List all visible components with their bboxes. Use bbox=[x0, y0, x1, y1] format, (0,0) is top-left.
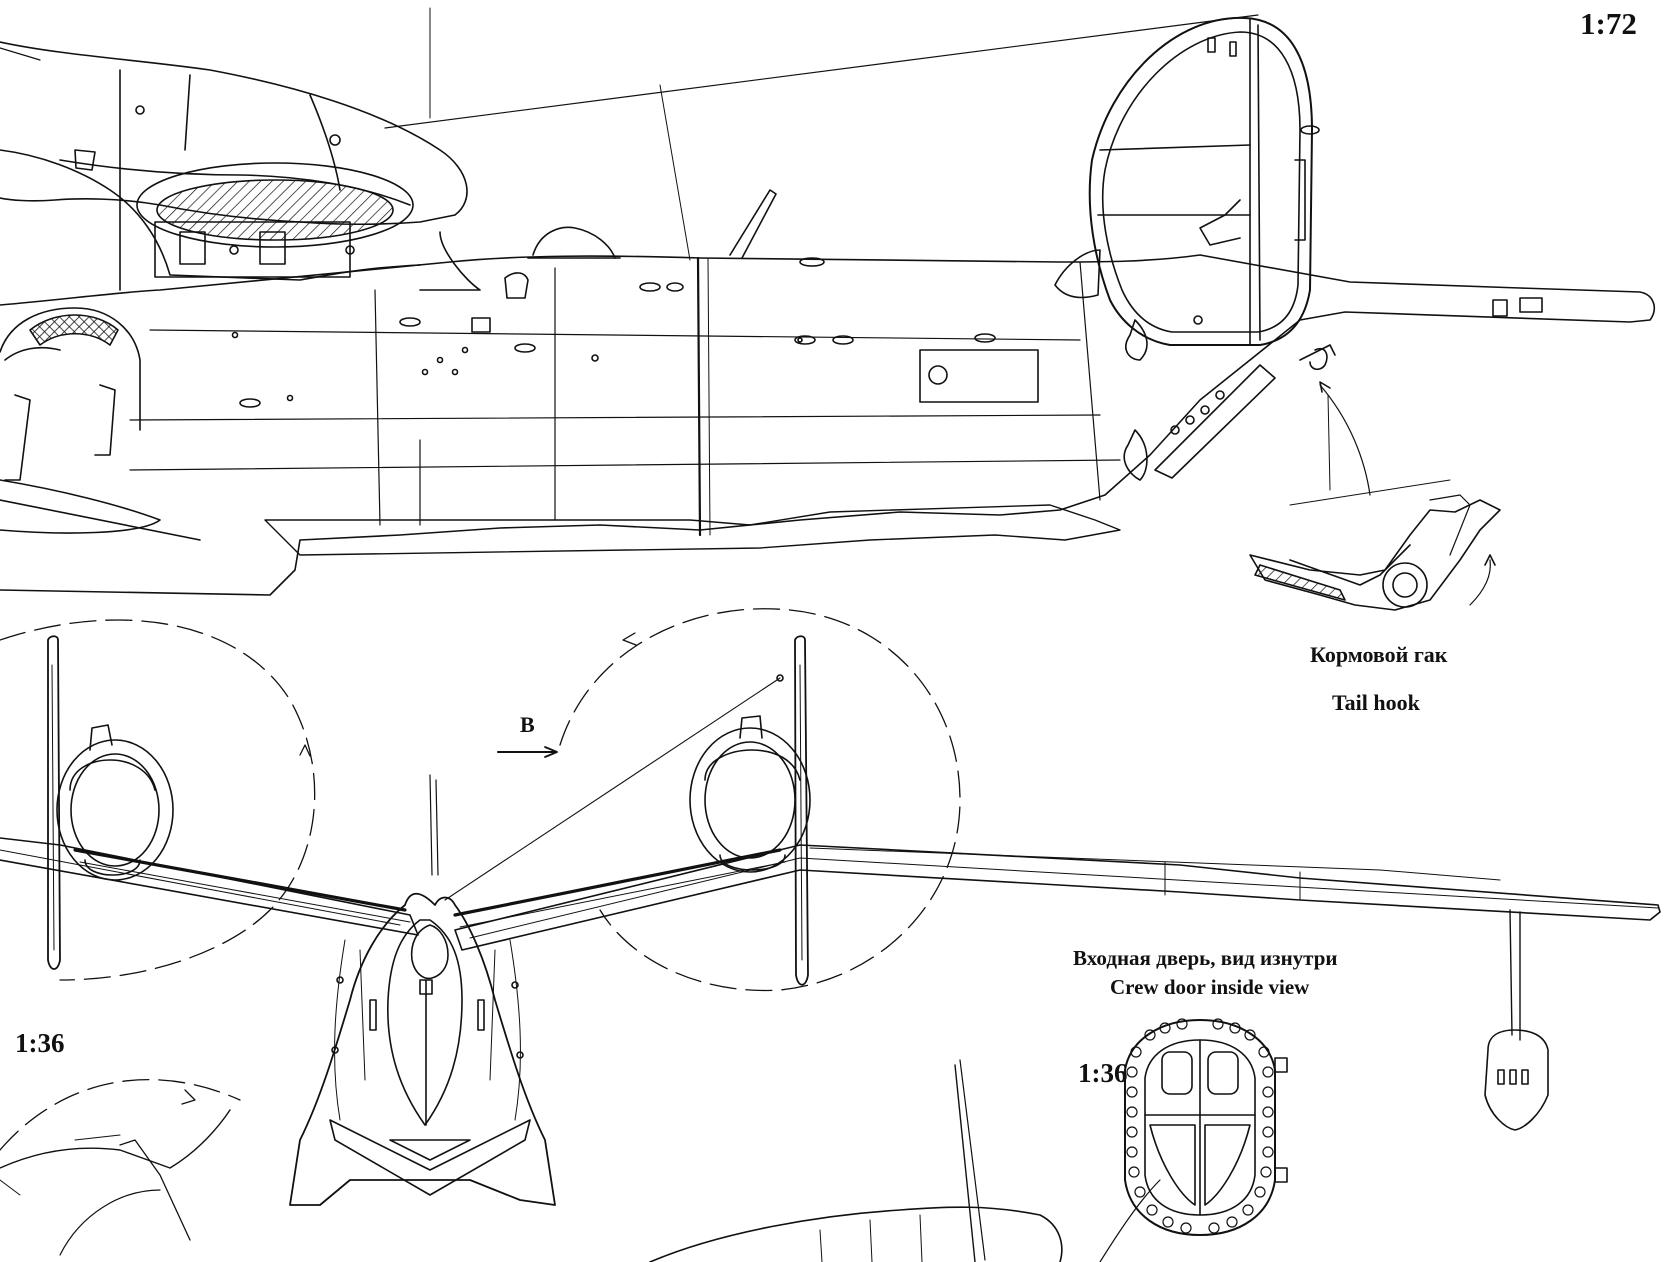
view-marker-label: B bbox=[520, 712, 535, 737]
crew-door-caption-en: Crew door inside view bbox=[1110, 975, 1310, 999]
scale-label-main: 1:72 bbox=[1580, 6, 1637, 41]
crew-door-caption-ru: Входная дверь, вид изнутри bbox=[1073, 946, 1338, 970]
tail-hook-mount bbox=[1155, 345, 1370, 495]
crew-door-detail bbox=[1125, 1019, 1287, 1235]
tail-fin bbox=[1055, 18, 1319, 480]
tail-hook-detail bbox=[1250, 480, 1500, 610]
fuselage-side bbox=[0, 190, 1654, 595]
scale-label-door: 1:36 bbox=[1078, 1058, 1128, 1088]
engine-nacelle-side bbox=[0, 42, 480, 290]
tail-hook-caption-ru: Кормовой гак bbox=[1310, 642, 1448, 667]
right-engine-front bbox=[690, 636, 810, 985]
turret-side bbox=[0, 308, 200, 540]
view-arrow bbox=[498, 747, 557, 757]
scale-label-front-view: 1:36 bbox=[15, 1028, 65, 1058]
hull-front bbox=[290, 775, 555, 1205]
side-view bbox=[0, 8, 1654, 610]
door-rivets bbox=[1127, 1019, 1273, 1233]
partial-detail-bottom bbox=[650, 1060, 1160, 1262]
partial-detail-left bbox=[0, 1110, 230, 1255]
propeller-arcs bbox=[0, 609, 960, 1150]
antenna-wire bbox=[0, 8, 1258, 260]
tail-hook-caption-en: Tail hook bbox=[1332, 690, 1420, 715]
wing-front bbox=[0, 838, 1660, 1130]
left-engine-front bbox=[48, 636, 173, 969]
front-view bbox=[0, 609, 1660, 1262]
